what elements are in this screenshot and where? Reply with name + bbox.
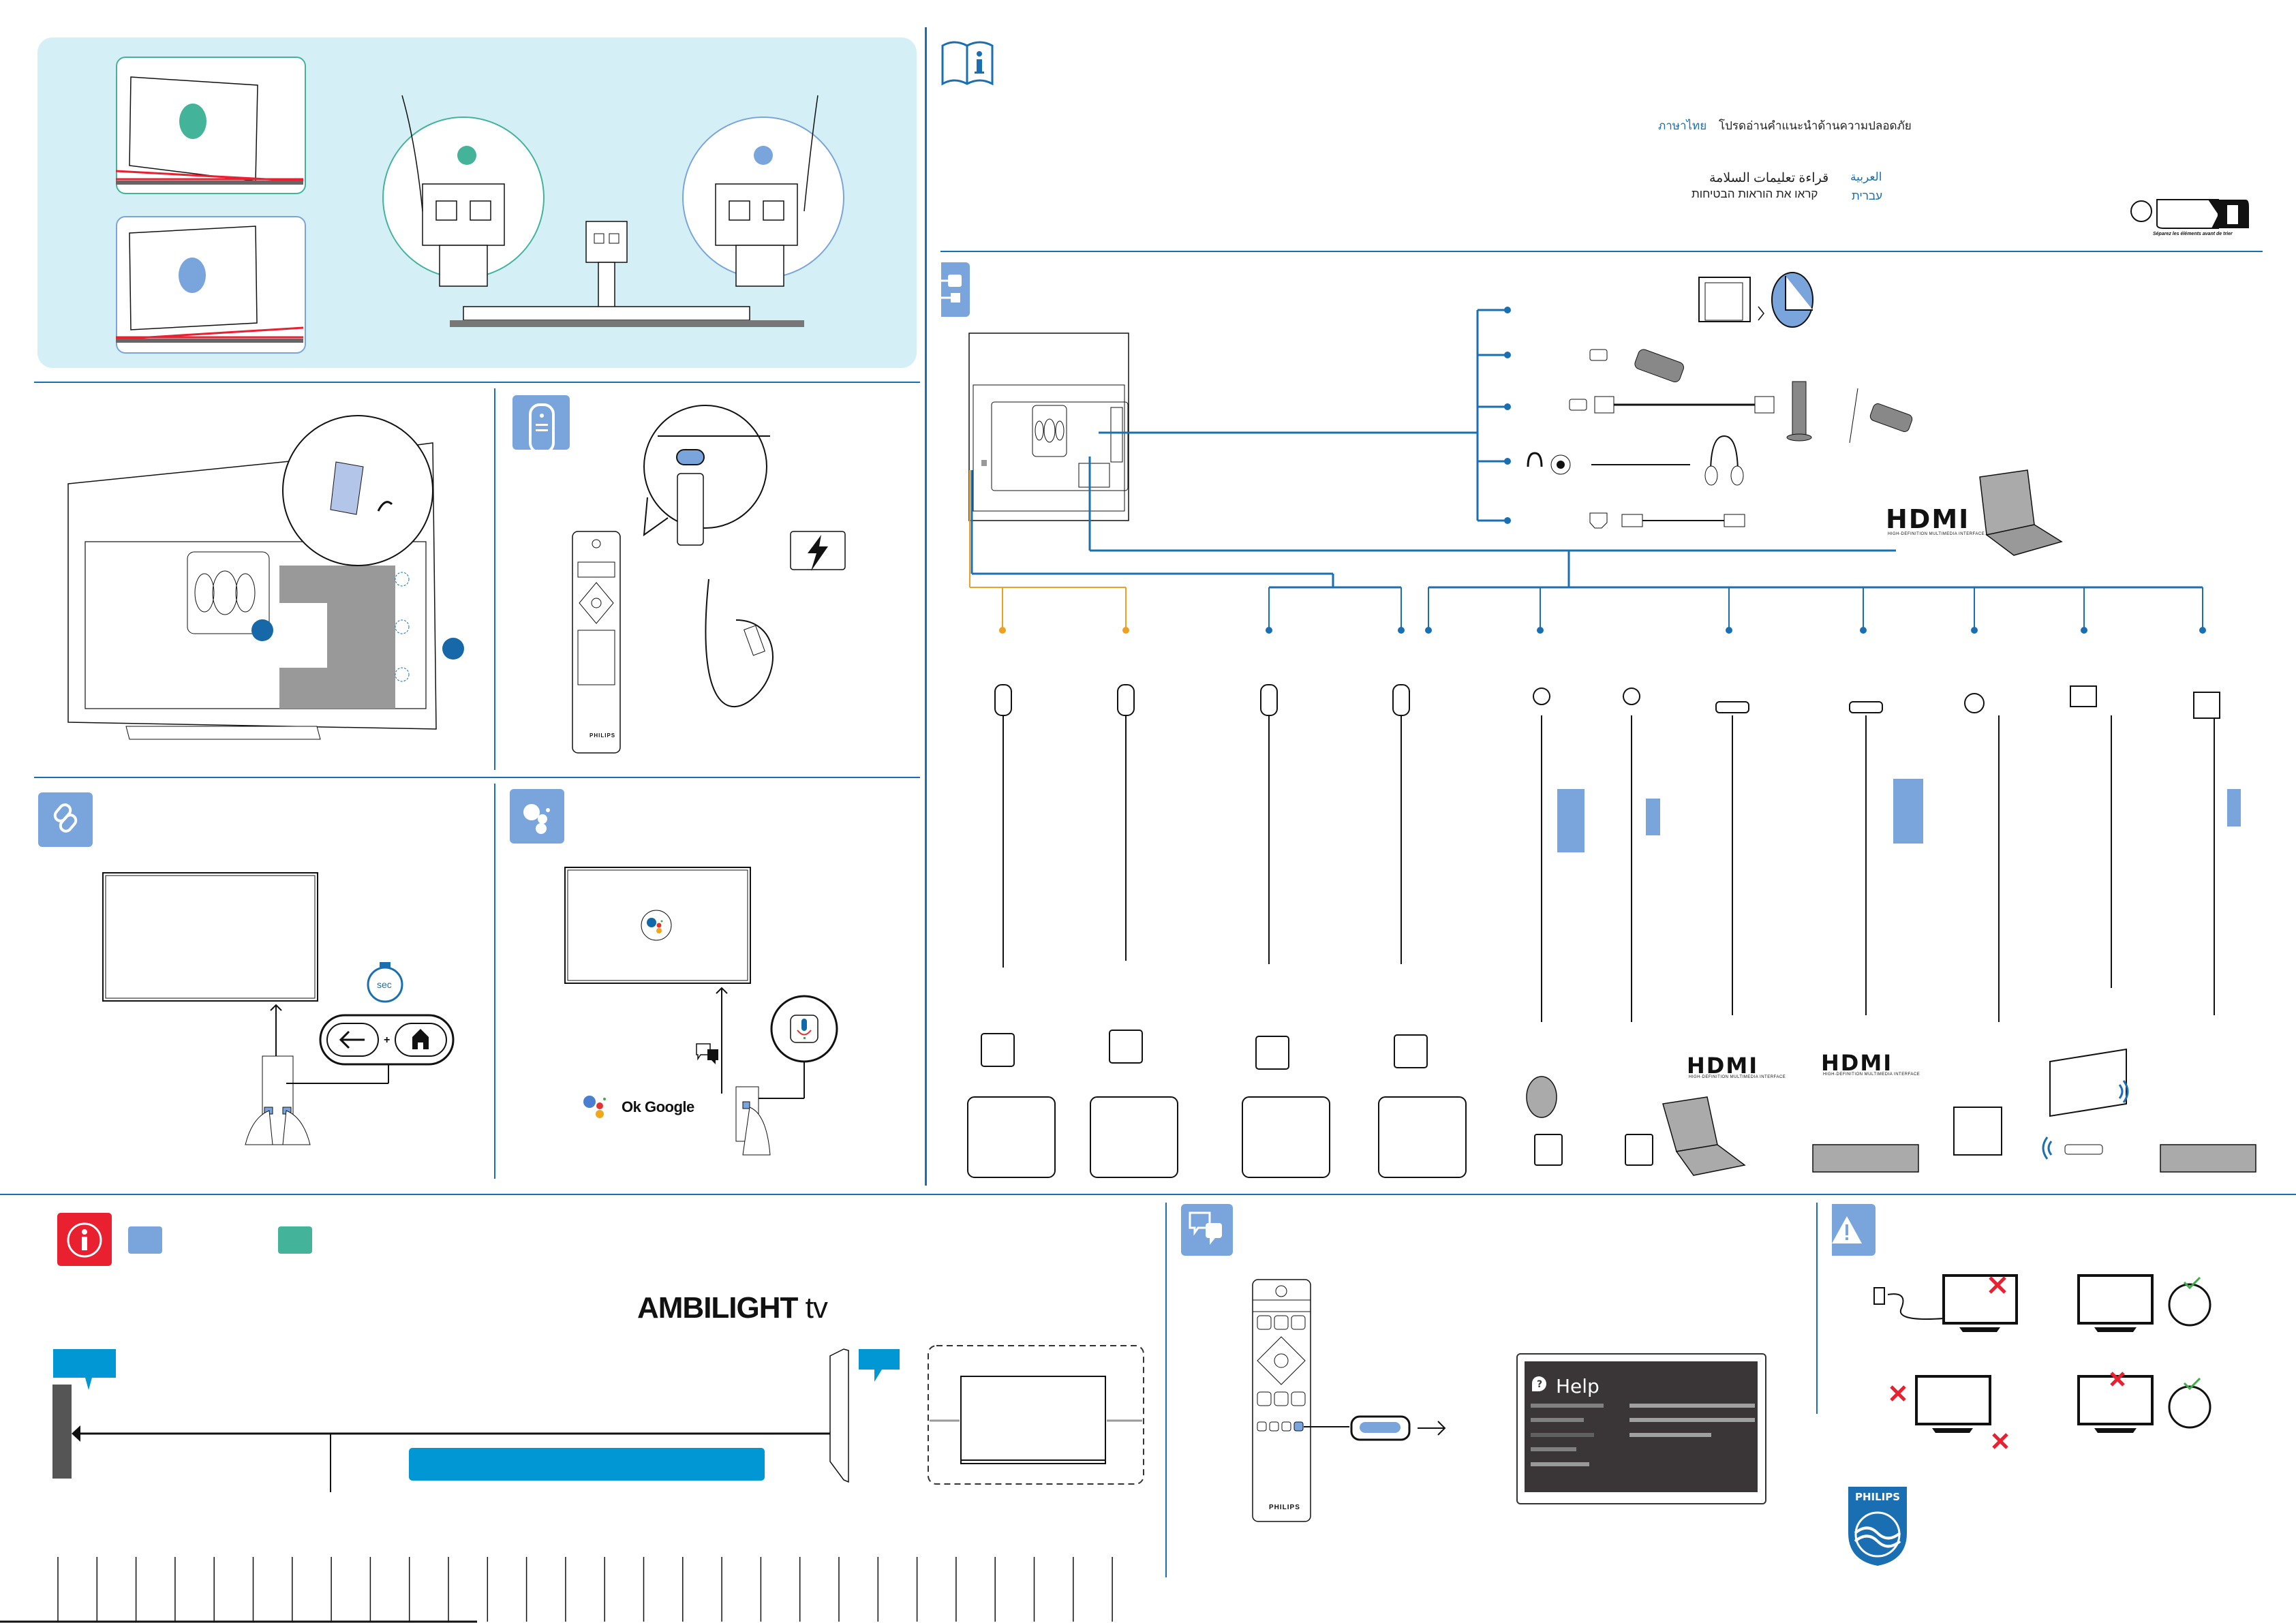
tv-care-warnings — [1873, 1274, 2211, 1449]
lang-text-hebrew: קראו את הוראות הבטיחות — [1692, 187, 1818, 200]
google-assistant-logo — [583, 1096, 606, 1118]
svg-text:?: ? — [1537, 1379, 1542, 1390]
connector-cable-icon — [941, 275, 962, 303]
laptop-side-illustration — [1979, 469, 2063, 556]
cable-clip-magnifier — [282, 415, 433, 566]
help-question-icon: ? — [1532, 1376, 1546, 1391]
lang-label-hebrew: עברית — [1852, 189, 1882, 202]
help-menu-line — [1531, 1447, 1576, 1451]
connections-icon-tile — [941, 262, 970, 317]
ambilight-suffix: tv — [805, 1291, 828, 1325]
hdmi-tagline-arc: HIGH-DEFINITION MULTIMEDIA INTERFACE — [1689, 1075, 1786, 1079]
warning-triangle-icon — [1832, 1216, 1862, 1243]
help-remote-illustration — [1252, 1279, 1446, 1522]
section-divider-mid-1 — [494, 388, 495, 770]
assistant-dots-icon — [523, 804, 550, 834]
hdmi-tagline-side: HIGH-DEFINITION MULTIMEDIA INTERFACE — [1888, 532, 1985, 536]
help-content-line — [1629, 1404, 1755, 1408]
usb-hdd-cable-illustration — [1569, 381, 1913, 444]
pairing-remote-hands — [245, 1055, 311, 1145]
read-manual-icon — [941, 41, 994, 86]
tv-tilt-blue-illustration — [115, 226, 304, 343]
info-circle-icon — [67, 1222, 102, 1258]
headphones-illustration — [1527, 435, 1744, 486]
help-screen-title: Help — [1556, 1375, 1599, 1397]
philips-shield-logo: PHILIPS — [1848, 1487, 1907, 1566]
lang-text-thai: โปรดอ่านคำแนะนำด้านความปลอดภัย — [1719, 119, 1912, 132]
help-menu-line — [1531, 1462, 1589, 1466]
section-divider-right-1 — [940, 251, 2263, 252]
lang-text-arabic: قراءة تعليمات السلامة — [1709, 171, 1829, 185]
voice-tv-illustration — [564, 867, 751, 984]
help-menu-line — [1531, 1433, 1594, 1437]
help-content-line — [1629, 1418, 1755, 1422]
section-divider-bottom-1 — [1165, 1203, 1167, 1577]
legend-swatch-blue — [128, 1226, 162, 1254]
wifi-waves-icon — [2042, 1080, 2129, 1160]
voice-remote-hand — [735, 1086, 771, 1156]
speech-bubbles-icon — [696, 1043, 718, 1064]
remote-brand-label-2: PHILIPS — [1269, 1504, 1300, 1511]
section-divider-bottom-2 — [1816, 1203, 1818, 1414]
tv-tilt-green-illustration — [115, 76, 304, 185]
section-divider-bottom — [0, 1194, 2296, 1195]
column-divider — [925, 27, 927, 1186]
lang-label-thai: ภาษาไทย — [1658, 119, 1707, 132]
help-content-line — [1629, 1433, 1711, 1437]
microphone-button-callout — [756, 995, 838, 1099]
back-home-combo-icon — [286, 962, 455, 1084]
help-screen: ? Help — [1525, 1361, 1758, 1492]
help-screen-tv: ? Help — [1516, 1353, 1766, 1504]
help-speech-icon — [1189, 1211, 1222, 1245]
voice-remote-arrow — [716, 987, 728, 1094]
hdmi-logo-side: HDMI — [1886, 504, 1970, 534]
ambilight-distance-diagram — [52, 1345, 1144, 1492]
usb-flash-drive-illustration — [1589, 349, 1684, 383]
lang-label-arabic: العربية — [1850, 170, 1882, 183]
link-icon — [53, 803, 78, 833]
hdmi-tagline-earc: HIGH-DEFINITION MULTIMEDIA INTERFACE — [1823, 1072, 1920, 1077]
pairing-remote-arrow — [270, 1004, 282, 1060]
pairing-tv-illustration — [102, 872, 318, 1002]
timer-seconds-label: sec — [377, 979, 392, 990]
ambilight-logo: AMBILIGHT tv — [637, 1291, 828, 1325]
hdmi-logo-arc: HDMI — [1687, 1053, 1759, 1079]
hdmi-logo-earc: HDMI — [1821, 1050, 1893, 1076]
section-divider-left-2 — [34, 777, 920, 778]
ok-google-label: Ok Google — [622, 1098, 694, 1115]
recycling-caption: Séparez les éléments avant de trier — [2153, 232, 2233, 236]
section-divider-left-1 — [34, 382, 920, 383]
stand-bracket-closeup-blue — [682, 95, 844, 287]
recycling-triman-icon — [2130, 199, 2249, 229]
tv-back-cable-cover-illustration — [67, 442, 464, 740]
section-divider-mid-2 — [494, 784, 495, 1179]
stand-base-illustration — [450, 221, 804, 327]
stand-bracket-closeup-green — [382, 95, 545, 287]
tv-rear-ports-illustration — [968, 333, 1129, 521]
ambilight-main: AMBILIGHT — [637, 1291, 798, 1325]
ci-card-slot-illustration — [1698, 272, 1813, 328]
remote-control-charging — [572, 405, 846, 754]
legend-swatch-green — [278, 1226, 312, 1254]
help-menu-line — [1531, 1404, 1604, 1408]
distance-ruler — [0, 1557, 1113, 1623]
help-menu-line — [1531, 1418, 1584, 1422]
remote-icon — [529, 403, 555, 454]
hdmi-cable-illustration — [1589, 512, 1745, 529]
remote-brand-label-1: PHILIPS — [590, 732, 616, 739]
button-combo-plus: + — [384, 1034, 391, 1046]
svg-text:PHILIPS: PHILIPS — [1855, 1491, 1900, 1503]
